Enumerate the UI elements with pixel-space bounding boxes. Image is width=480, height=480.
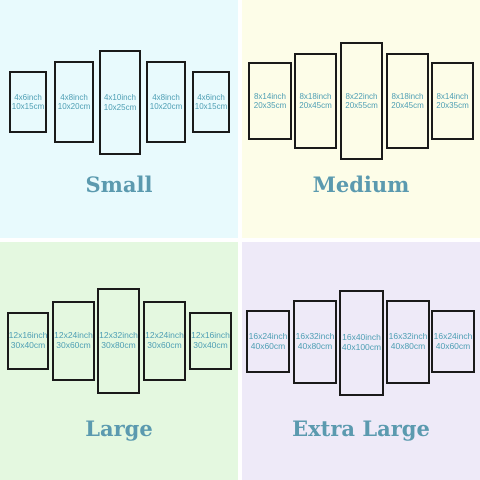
size-label-small: Small [85,172,153,197]
panel-inch-label: 4x8inch [60,92,88,102]
canvas-panel: 12x24inch 30x60cm [52,301,95,381]
panel-cm-label: 20x35cm [253,101,287,110]
canvas-panel: 8x22inch 20x55cm [340,42,383,160]
size-label-large: Large [85,416,153,441]
panel-inch-label: 4x6inch [14,92,42,102]
quadrant-large: 12x16inch 30x40cm 12x24inch 30x60cm 12x3… [0,242,238,480]
panel-inch-label: 16x24inch [248,330,288,341]
canvas-panel: 4x8inch 10x20cm [54,61,94,143]
canvas-panel: 12x32inch 30x80cm [97,288,140,394]
quadrant-small: 4x6inch 10x15cm 4x8inch 10x20cm 4x10inch… [0,0,238,238]
panel-inch-label: 16x40inch [342,332,381,343]
canvas-panel: 12x16inch 30x40cm [189,312,232,370]
canvas-panel: 16x32inch 40x80cm [386,300,430,384]
panel-cm-label: 20x55cm [345,101,378,110]
canvas-panel: 4x10inch 10x25cm [99,50,141,155]
panel-cm-label: 10x20cm [57,102,91,111]
panel-cm-label: 40x100cm [341,342,382,352]
panel-inch-label: 4x6inch [197,92,225,102]
canvas-panel: 4x8inch 10x20cm [146,61,186,143]
quadrant-extra-large: 16x24inch 40x60cm 16x32inch 40x80cm 16x4… [242,242,480,480]
panel-inch-label: 8x22inch [345,91,378,101]
panel-inch-label: 12x32inch [99,330,138,341]
panel-inch-label: 16x32inch [295,331,335,342]
panel-inch-label: 16x24inch [433,330,473,341]
panel-inch-label: 4x8inch [152,92,180,102]
panel-inch-label: 4x10inch [103,93,137,103]
panel-cm-label: 40x80cm [390,341,426,351]
size-label-extra-large: Extra Large [292,416,430,441]
canvas-panel: 16x24inch 40x60cm [246,310,290,373]
canvas-panel: 16x32inch 40x80cm [293,300,337,384]
panel-inch-label: 8x14inch [253,91,287,101]
canvas-panel: 12x16inch 30x40cm [7,312,49,370]
canvas-panel: 4x6inch 10x15cm [192,71,230,133]
panel-cm-label: 20x45cm [391,101,424,110]
panel-cm-label: 20x35cm [436,101,469,110]
canvas-panel: 4x6inch 10x15cm [9,71,47,133]
panel-inch-label: 12x24inch [145,330,184,341]
panel-set-medium: 8x14inch 20x35cm 8x18inch 20x45cm 8x22in… [242,0,480,238]
panel-set-extra-large: 16x24inch 40x60cm 16x32inch 40x80cm 16x4… [242,242,480,480]
panel-cm-label: 30x60cm [147,340,182,350]
canvas-panel: 8x18inch 20x45cm [386,53,429,149]
panel-cm-label: 30x40cm [10,340,46,350]
panel-cm-label: 10x15cm [194,102,228,111]
panel-inch-label: 8x18inch [299,91,332,101]
panel-cm-label: 30x60cm [56,340,91,350]
panel-cm-label: 30x80cm [101,340,136,350]
panel-cm-label: 10x15cm [11,102,45,111]
panel-cm-label: 20x45cm [299,101,332,110]
panel-cm-label: 10x20cm [149,102,183,111]
panel-cm-label: 40x60cm [250,340,286,351]
canvas-panel: 8x14inch 20x35cm [431,62,474,140]
canvas-panel: 16x40inch 40x100cm [339,290,384,396]
canvas-panel: 8x14inch 20x35cm [248,62,292,140]
canvas-panel: 12x24inch 30x60cm [143,301,186,381]
panel-cm-label: 10x25cm [103,102,137,112]
panel-cm-label: 40x60cm [435,340,471,351]
panel-set-large: 12x16inch 30x40cm 12x24inch 30x60cm 12x3… [0,242,238,480]
panel-inch-label: 12x16inch [8,330,48,341]
panel-cm-label: 30x40cm [193,340,228,350]
panel-set-small: 4x6inch 10x15cm 4x8inch 10x20cm 4x10inch… [0,0,238,238]
panel-inch-label: 8x14inch [436,91,469,101]
panel-inch-label: 12x24inch [54,330,93,341]
panel-inch-label: 16x32inch [388,331,428,342]
panel-inch-label: 12x16inch [191,330,230,341]
panel-cm-label: 40x80cm [297,341,333,351]
canvas-panel: 16x24inch 40x60cm [431,310,475,373]
panel-inch-label: 8x18inch [391,91,424,101]
canvas-panel: 8x18inch 20x45cm [294,53,337,149]
size-label-medium: Medium [312,172,410,197]
quadrant-medium: 8x14inch 20x35cm 8x18inch 20x45cm 8x22in… [242,0,480,238]
